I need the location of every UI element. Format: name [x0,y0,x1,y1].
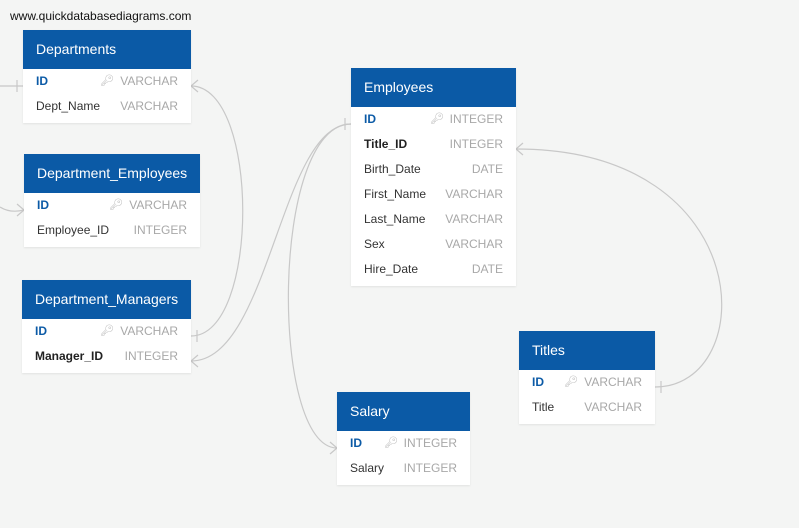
field-name: ID [364,112,376,126]
field-row[interactable]: ID 🔑︎ VARCHAR [23,69,191,94]
key-icon: 🔑︎ [430,113,444,125]
field-name: Employee_ID [37,223,110,237]
field-type: DATE [471,262,503,276]
key-icon: 🔑︎ [100,325,114,337]
field-type: DATE [471,162,503,176]
crowfoot-managers [190,354,199,368]
field-row[interactable]: ID 🔑︎ INTEGER [351,107,516,132]
table-title: Titles [519,331,655,370]
field-name: ID [37,198,49,212]
field-type: VARCHAR [120,324,178,338]
field-name: ID [350,436,362,450]
table-title: Employees [351,68,516,107]
field-type: INTEGER [449,112,503,126]
key-icon: 🔑︎ [384,437,398,449]
field-row[interactable]: ID 🔑︎ VARCHAR [22,319,191,344]
field-name: Birth_Date [364,162,421,176]
field-row[interactable]: Dept_Name VARCHAR [23,94,191,119]
field-name: ID [36,74,48,88]
crowfoot-departments [190,79,199,93]
crowfoot-salary [329,441,338,455]
table-title: Departments [23,30,191,69]
field-type: VARCHAR [445,212,503,226]
field-row[interactable]: Title VARCHAR [519,395,655,420]
link-dept-employees-left [0,206,25,212]
link-managers-employees[interactable] [190,123,352,362]
field-row[interactable]: First_Name VARCHAR [351,182,516,207]
field-type: VARCHAR [584,400,642,414]
field-type: INTEGER [449,137,503,151]
field-row[interactable]: Last_Name VARCHAR [351,207,516,232]
field-type: INTEGER [403,436,457,450]
table-departments[interactable]: Departments ID 🔑︎ VARCHAR Dept_Name VARC… [23,30,191,123]
field-row[interactable]: Title_ID INTEGER [351,132,516,157]
field-type: INTEGER [403,461,457,475]
field-type: VARCHAR [445,237,503,251]
field-name: Title_ID [364,137,408,151]
field-type: INTEGER [124,349,178,363]
field-row[interactable]: Salary INTEGER [337,456,470,481]
field-row[interactable]: ID 🔑︎ INTEGER [337,431,470,456]
field-name: Title [532,400,555,414]
field-type: VARCHAR [120,99,178,113]
crowfoot-employees-title [515,142,524,156]
link-employees-titles[interactable] [515,148,723,388]
field-name: ID [532,375,544,389]
field-row[interactable]: Manager_ID INTEGER [22,344,191,369]
field-type: INTEGER [133,223,187,237]
field-type: VARCHAR [120,74,178,88]
link-departments-managers[interactable] [190,85,244,337]
field-name: ID [35,324,47,338]
field-row[interactable]: Hire_Date DATE [351,257,516,282]
key-icon: 🔑︎ [109,199,123,211]
field-name: Manager_ID [35,349,104,363]
table-title: Department_Employees [24,154,200,193]
field-name: First_Name [364,187,427,201]
key-icon: 🔑︎ [564,376,578,388]
watermark: www.quickdatabasediagrams.com [10,9,192,23]
table-department-managers[interactable]: Department_Managers ID 🔑︎ VARCHAR Manage… [22,280,191,373]
field-type: VARCHAR [129,198,187,212]
field-type: VARCHAR [445,187,503,201]
field-name: Dept_Name [36,99,101,113]
field-name: Salary [350,461,385,475]
field-type: VARCHAR [584,375,642,389]
field-row[interactable]: ID 🔑︎ VARCHAR [519,370,655,395]
table-employees[interactable]: Employees ID 🔑︎ INTEGER Title_ID INTEGER… [351,68,516,286]
table-title: Department_Managers [22,280,191,319]
table-titles[interactable]: Titles ID 🔑︎ VARCHAR Title VARCHAR [519,331,655,424]
field-row[interactable]: Birth_Date DATE [351,157,516,182]
key-icon: 🔑︎ [100,75,114,87]
crowfoot-dept-employees [16,203,25,217]
field-name: Last_Name [364,212,426,226]
table-department-employees[interactable]: Department_Employees ID 🔑︎ VARCHAR Emplo… [24,154,200,247]
table-title: Salary [337,392,470,431]
field-name: Hire_Date [364,262,419,276]
field-row[interactable]: Sex VARCHAR [351,232,516,257]
link-employees-salary[interactable] [287,123,352,449]
field-row[interactable]: ID 🔑︎ VARCHAR [24,193,200,218]
field-name: Sex [364,237,385,251]
table-salary[interactable]: Salary ID 🔑︎ INTEGER Salary INTEGER [337,392,470,485]
field-row[interactable]: Employee_ID INTEGER [24,218,200,243]
